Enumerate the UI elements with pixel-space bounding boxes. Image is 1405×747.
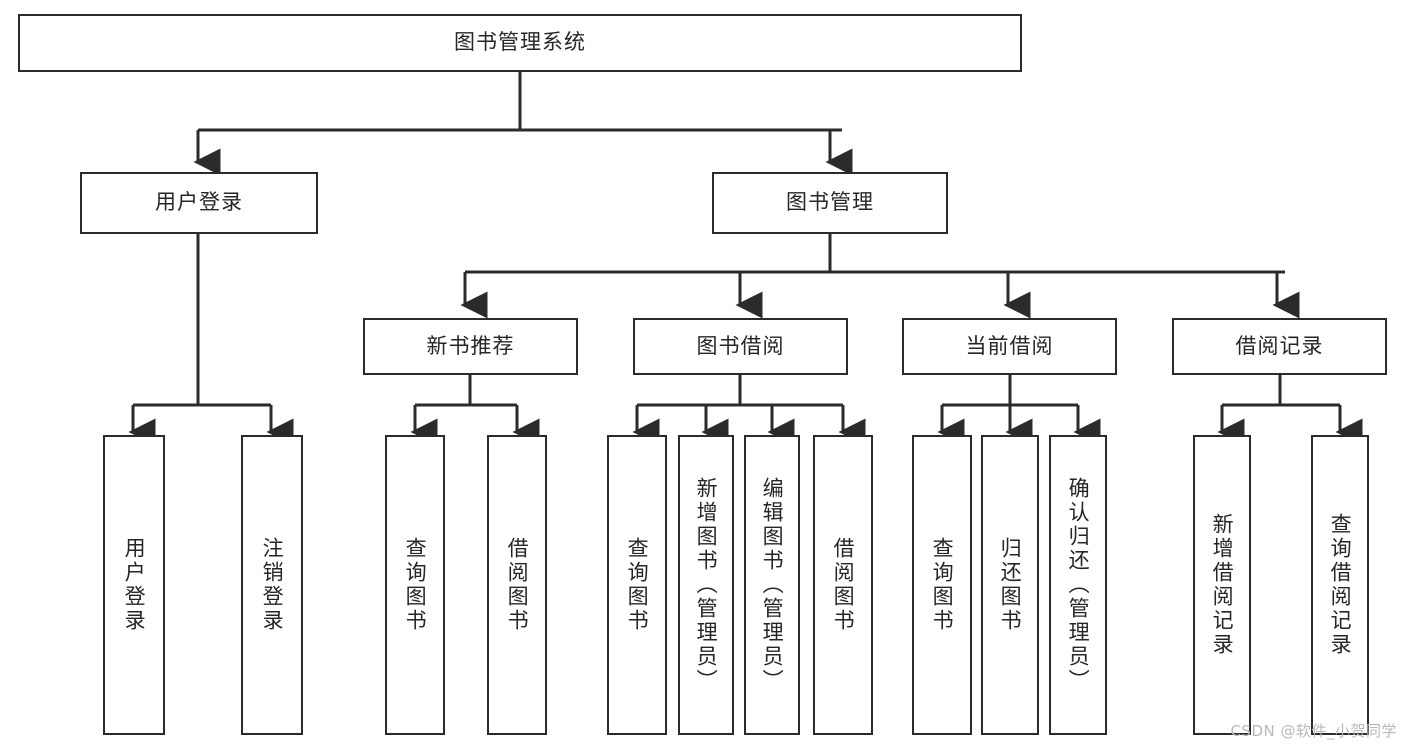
node-leaf-user-login-label: 用户登录 xyxy=(122,537,147,633)
node-leaf-query-record[interactable]: 查询借阅记录 xyxy=(1311,435,1369,735)
node-leaf-logout-label: 注销登录 xyxy=(260,537,285,633)
node-book-borrow-label: 图书借阅 xyxy=(696,333,785,358)
node-leaf-query-book-1-label: 查询图书 xyxy=(403,537,428,633)
node-current-borrow-label: 当前借阅 xyxy=(965,333,1054,358)
node-leaf-return-book-label: 归还图书 xyxy=(998,537,1023,633)
node-leaf-logout[interactable]: 注销登录 xyxy=(241,435,303,735)
node-leaf-borrow-book-1[interactable]: 借阅图书 xyxy=(487,435,547,735)
watermark-text: CSDN @软件_小贺同学 xyxy=(1230,722,1397,740)
node-root-label: 图书管理系统 xyxy=(454,30,586,55)
node-leaf-query-book-1[interactable]: 查询图书 xyxy=(385,435,445,735)
node-user-login-label: 用户登录 xyxy=(155,190,243,215)
node-leaf-query-book-2-label: 查询图书 xyxy=(625,537,650,633)
node-leaf-query-record-label: 查询借阅记录 xyxy=(1328,513,1353,657)
node-leaf-return-book[interactable]: 归还图书 xyxy=(981,435,1039,735)
node-leaf-query-book-3-label: 查询图书 xyxy=(930,537,955,633)
node-leaf-borrow-book-2-label: 借阅图书 xyxy=(831,537,856,633)
node-book-manage[interactable]: 图书管理 xyxy=(712,172,948,234)
node-leaf-confirm-return[interactable]: 确认归还（管理员） xyxy=(1049,435,1107,735)
node-root[interactable]: 图书管理系统 xyxy=(18,14,1022,72)
node-user-login[interactable]: 用户登录 xyxy=(80,172,318,234)
node-leaf-borrow-book-2[interactable]: 借阅图书 xyxy=(813,435,873,735)
node-borrow-record-label: 借阅记录 xyxy=(1235,333,1324,358)
node-leaf-edit-book-label: 编辑图书（管理员） xyxy=(760,477,785,693)
node-book-manage-label: 图书管理 xyxy=(786,190,874,215)
node-leaf-add-record[interactable]: 新增借阅记录 xyxy=(1193,435,1251,735)
node-leaf-query-book-2[interactable]: 查询图书 xyxy=(607,435,667,735)
node-borrow-record[interactable]: 借阅记录 xyxy=(1172,318,1387,375)
node-new-book-rec-label: 新书推荐 xyxy=(426,333,515,358)
node-leaf-borrow-book-1-label: 借阅图书 xyxy=(505,537,530,633)
node-leaf-user-login[interactable]: 用户登录 xyxy=(103,435,165,735)
node-new-book-rec[interactable]: 新书推荐 xyxy=(363,318,578,375)
node-leaf-query-book-3[interactable]: 查询图书 xyxy=(912,435,972,735)
node-leaf-confirm-return-label: 确认归还（管理员） xyxy=(1066,477,1091,693)
node-leaf-add-record-label: 新增借阅记录 xyxy=(1210,513,1235,657)
node-book-borrow[interactable]: 图书借阅 xyxy=(633,318,848,375)
node-leaf-add-book[interactable]: 新增图书（管理员） xyxy=(678,435,734,735)
node-current-borrow[interactable]: 当前借阅 xyxy=(902,318,1117,375)
node-leaf-add-book-label: 新增图书（管理员） xyxy=(694,477,719,693)
node-leaf-edit-book[interactable]: 编辑图书（管理员） xyxy=(744,435,800,735)
